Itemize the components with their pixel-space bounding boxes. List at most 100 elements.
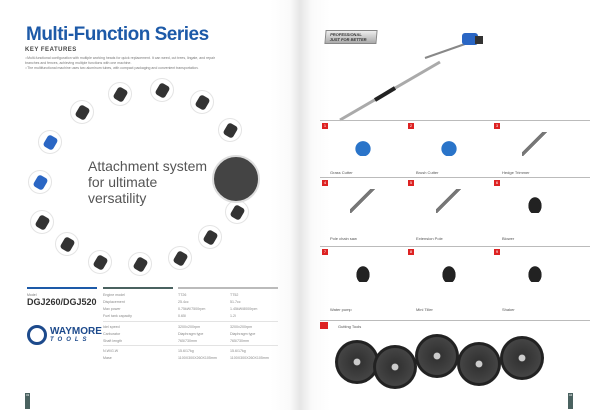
- spec-value: 25.4cc: [178, 300, 189, 304]
- spec-value: Diaphragm type: [230, 332, 256, 336]
- attachment-number: 6: [494, 180, 500, 186]
- blade: [457, 342, 501, 386]
- attachment-image: [522, 132, 548, 156]
- attachment-image: [28, 170, 52, 194]
- attachment-label: Shaker: [502, 307, 515, 312]
- attachment-number: 4: [322, 180, 328, 186]
- blade: [500, 336, 544, 380]
- attachment-image: [88, 250, 112, 274]
- spec-value: 51.7cc: [230, 300, 241, 304]
- spec-value: 3200±200rpm: [178, 325, 201, 329]
- spec-value: 0.65l: [178, 314, 186, 318]
- attachment-label: Hedge Trimmer: [502, 170, 530, 175]
- brand-subname: TOOLS: [50, 337, 91, 343]
- attachment-number: 5: [408, 180, 414, 186]
- attachment-image: [350, 258, 376, 282]
- spec-label: Fuel tank capacity: [103, 314, 132, 318]
- attachment-image: [436, 258, 462, 282]
- attachment-image: [198, 225, 222, 249]
- feature-1: ○Multi-functional configuration with mul…: [25, 56, 216, 65]
- attachment-image: [108, 82, 132, 106]
- spec-value: 1100X300X260X105mm: [178, 356, 217, 360]
- attachment-label: Blower: [502, 236, 515, 241]
- badge-line: JUST FOR BETTER: [329, 36, 367, 42]
- attachment-image: [350, 132, 376, 156]
- page-number: 43: [25, 393, 30, 409]
- attachment-label: Brush Cutter: [416, 170, 439, 175]
- spec-value: Diaphragm type: [178, 332, 204, 336]
- attachment-label: Mini Tiller: [416, 307, 433, 312]
- brand-name: WAYMORE: [50, 326, 102, 337]
- attachment-number: 9: [494, 249, 500, 255]
- spec-value: 15.6/17kg: [178, 349, 194, 353]
- cutting-blades-image: [335, 334, 565, 395]
- attachment-image: [522, 258, 548, 282]
- divider: [103, 287, 173, 289]
- attachment-label: Pole chain saw: [330, 236, 357, 241]
- attachment-image: [225, 200, 249, 224]
- attachment-number: 3: [494, 123, 500, 129]
- attachment-image-featured: [212, 155, 260, 203]
- divider: [320, 120, 590, 121]
- attachment-image: [38, 130, 62, 154]
- attachment-image: [150, 78, 174, 102]
- blade: [335, 340, 379, 384]
- attachment-label: Grass Cutter: [330, 170, 353, 175]
- attachment-image: [350, 189, 376, 213]
- model-name: DGJ260/DGJ520: [27, 297, 97, 307]
- model-label: Model: [27, 293, 37, 297]
- spec-value: TT26: [178, 293, 187, 297]
- divider: [27, 287, 97, 289]
- cutting-tools-marker: [320, 322, 328, 329]
- attachment-image: [70, 100, 94, 124]
- shaft-image: [339, 60, 441, 122]
- divider: [103, 345, 278, 346]
- attachment-image: [522, 189, 548, 213]
- attachment-label: Extension Pole: [416, 236, 443, 241]
- center-tagline: Attachment system for ultimate versatili…: [88, 158, 208, 206]
- feature-2: ○The multifunctional machine uses two al…: [25, 66, 199, 70]
- spec-label: Carburator: [103, 332, 121, 336]
- attachment-label: Water pump: [330, 307, 352, 312]
- attachment-number: 1: [322, 123, 328, 129]
- spec-label: Idel speed: [103, 325, 120, 329]
- spec-value: 1.45kW/8000rpm: [230, 307, 258, 311]
- spec-label: Max power: [103, 307, 121, 311]
- key-features-heading: KEY FEATURES: [25, 47, 77, 53]
- attachment-image: [436, 132, 462, 156]
- logo-icon: [27, 325, 47, 345]
- spec-label: Shaft length: [103, 339, 123, 343]
- attachment-image: [128, 252, 152, 276]
- cutting-tools-label: Gutting Tools: [338, 324, 362, 329]
- page-title: Multi-Function Series: [26, 24, 209, 45]
- blade: [415, 334, 459, 378]
- spec-label: Mase: [103, 356, 112, 360]
- page-number: 44: [568, 393, 573, 409]
- attachment-image: [168, 246, 192, 270]
- attachment-image: [55, 232, 79, 256]
- spec-value: TT52: [230, 293, 239, 297]
- spec-value: 765/730mm: [178, 339, 197, 343]
- spec-value: 0.75kW/7500rpm: [178, 307, 206, 311]
- spec-value: 765/730mm: [230, 339, 249, 343]
- divider: [320, 320, 590, 321]
- spec-value: 15.6/17kg: [230, 349, 246, 353]
- blade: [373, 345, 417, 389]
- left-page: Multi-Function Series KEY FEATURES ○Mult…: [0, 0, 300, 410]
- divider: [103, 321, 278, 322]
- spec-label: Engine model: [103, 293, 125, 297]
- attachment-image: [436, 189, 462, 213]
- attachment-image: [30, 210, 54, 234]
- spec-value: 1100X300X260X105mm: [230, 356, 269, 360]
- attachment-image: [218, 118, 242, 142]
- spec-label: Displacement: [103, 300, 125, 304]
- machine-image: [424, 33, 483, 59]
- attachment-number: 8: [408, 249, 414, 255]
- divider: [320, 177, 590, 178]
- spec-value: 3200±200rpm: [230, 325, 253, 329]
- attachment-number: 2: [408, 123, 414, 129]
- divider: [320, 246, 590, 247]
- spec-label: N.W/G.W: [103, 349, 119, 353]
- attachment-image: [190, 90, 214, 114]
